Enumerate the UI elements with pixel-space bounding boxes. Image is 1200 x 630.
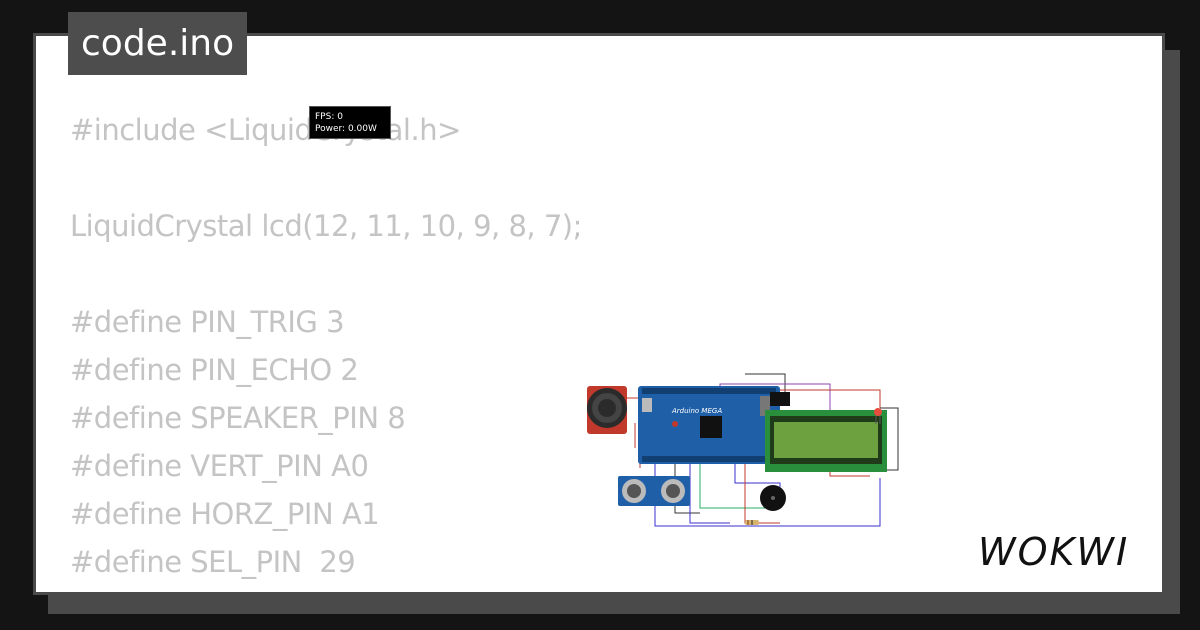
circuit-diagram: Arduino MEGA (587, 373, 899, 527)
board-label: Arduino MEGA (671, 407, 722, 415)
code-editor: #include <LiquidCrystal.h> LiquidCrystal… (70, 106, 582, 586)
resistor (745, 520, 759, 525)
code-line: #define SPEAKER_PIN 8 (70, 401, 406, 435)
wire (689, 463, 730, 524)
wire (770, 389, 881, 408)
joystick-module (587, 386, 627, 434)
wire (699, 463, 770, 509)
code-line: #define HORZ_PIN A1 (70, 497, 380, 531)
file-tab: code.ino (68, 12, 248, 75)
logo-text: WOKWI (978, 530, 1129, 574)
code-line: #define PIN_ECHO 2 (70, 353, 359, 387)
code-line: #define SEL_PIN 29 (70, 545, 356, 579)
ultrasonic-sensor (618, 476, 690, 506)
code-line (70, 154, 582, 202)
code-line (70, 250, 582, 298)
code-line: #define VERT_PIN A0 (70, 449, 369, 483)
preview-card: #include <LiquidCrystal.h> LiquidCrystal… (33, 33, 1165, 595)
wire (745, 373, 786, 396)
lcd-display (765, 410, 887, 472)
fps-readout: FPS: 0 (315, 112, 343, 122)
wokwi-logo: WOKWI (978, 530, 1129, 574)
led (874, 408, 882, 424)
power-jack (770, 392, 790, 406)
arduino-mega-board: Arduino MEGA (638, 386, 780, 464)
power-readout: Power: 0.00W (315, 124, 377, 134)
code-line: #define PIN_TRIG 3 (70, 305, 345, 339)
code-line: LiquidCrystal lcd(12, 11, 10, 9, 8, 7); (70, 209, 582, 243)
buzzer (760, 485, 786, 511)
fps-overlay: FPS: 0 Power: 0.00W (309, 106, 391, 139)
